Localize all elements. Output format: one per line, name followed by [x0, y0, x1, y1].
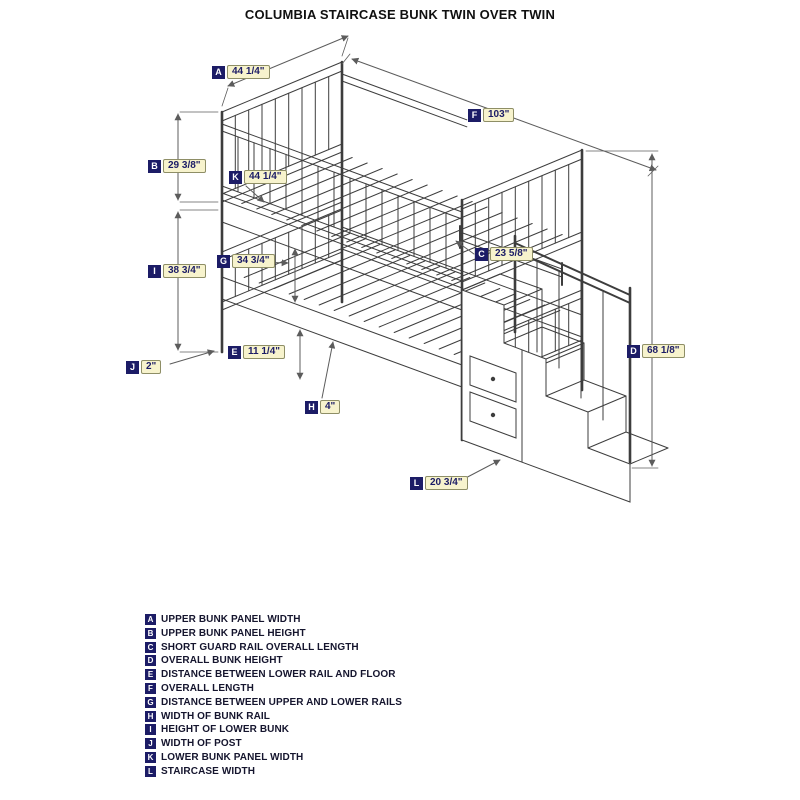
dim-value: 68 1/8" — [642, 344, 685, 358]
legend-label: WIDTH OF POST — [161, 738, 242, 750]
legend-item: C SHORT GUARD RAIL OVERALL LENGTH — [145, 641, 402, 653]
dim-value: 44 1/4" — [244, 170, 287, 184]
legend-label: DISTANCE BETWEEN LOWER RAIL AND FLOOR — [161, 669, 396, 681]
legend-label: OVERALL BUNK HEIGHT — [161, 655, 283, 667]
legend-item: D OVERALL BUNK HEIGHT — [145, 655, 402, 667]
legend-label: OVERALL LENGTH — [161, 682, 254, 694]
legend-label: UPPER BUNK PANEL HEIGHT — [161, 627, 306, 639]
legend-item: K LOWER BUNK PANEL WIDTH — [145, 751, 402, 763]
dimension-lines — [169, 35, 659, 483]
staircase — [459, 225, 669, 503]
dim-value: 11 1/4" — [243, 345, 285, 359]
dim-callout-j: J 2" — [126, 360, 162, 374]
legend-key-badge: J — [145, 738, 156, 750]
dim-callout-i: I 38 3/4" — [148, 264, 206, 278]
dim-callout-l: L 20 3/4" — [410, 476, 468, 490]
dim-value: 20 3/4" — [425, 476, 468, 490]
dim-callout-g: G 34 3/4" — [217, 254, 275, 268]
dim-callout-h: H 4" — [305, 400, 341, 414]
dim-callout-a: A 44 1/4" — [212, 65, 270, 79]
legend-key-badge: C — [145, 641, 156, 653]
legend-label: LOWER BUNK PANEL WIDTH — [161, 751, 304, 763]
legend-label: HEIGHT OF LOWER BUNK — [161, 724, 290, 736]
legend-label: WIDTH OF BUNK RAIL — [161, 710, 271, 722]
dim-callout-f: F 103" — [468, 108, 515, 122]
dim-key-badge: A — [212, 65, 225, 79]
dim-callout-k: K 44 1/4" — [229, 170, 287, 184]
legend-key-badge: E — [145, 669, 156, 681]
dimension-legend: A UPPER BUNK PANEL WIDTH B UPPER BUNK PA… — [145, 614, 402, 780]
legend-item: G DISTANCE BETWEEN UPPER AND LOWER RAILS — [145, 696, 403, 708]
dim-value: 44 1/4" — [227, 65, 270, 79]
dim-key-badge: F — [468, 108, 481, 122]
dim-key-badge: L — [410, 476, 423, 490]
dim-callout-b: B 29 3/8" — [148, 159, 206, 173]
dim-key-badge: J — [126, 360, 139, 374]
dim-value: 103" — [483, 108, 515, 122]
legend-key-badge: I — [145, 724, 156, 736]
dim-value: 2" — [141, 360, 162, 374]
legend-key-badge: B — [145, 627, 156, 639]
dim-key-badge: G — [217, 254, 230, 268]
legend-key-badge: G — [145, 696, 156, 708]
legend-key-badge: L — [145, 765, 156, 777]
legend-key-badge: H — [145, 710, 156, 722]
dim-callout-e: E 11 1/4" — [228, 345, 285, 359]
diagram-title: COLUMBIA STAIRCASE BUNK TWIN OVER TWIN — [244, 7, 556, 22]
legend-item: F OVERALL LENGTH — [145, 682, 402, 694]
legend-label: SHORT GUARD RAIL OVERALL LENGTH — [161, 641, 359, 653]
legend-key-badge: F — [145, 682, 156, 694]
dim-callout-c: C 23 5/8" — [475, 247, 533, 261]
dim-key-badge: D — [627, 344, 640, 358]
dim-key-badge: H — [305, 400, 318, 414]
dim-value: 23 5/8" — [490, 247, 533, 261]
legend-key-badge: D — [145, 655, 156, 667]
legend-label: UPPER BUNK PANEL WIDTH — [161, 614, 301, 625]
legend-label: STAIRCASE WIDTH — [161, 765, 256, 777]
legend-item: I HEIGHT OF LOWER BUNK — [145, 724, 402, 736]
legend-item: L STAIRCASE WIDTH — [145, 765, 402, 777]
dim-value: 38 3/4" — [163, 264, 206, 278]
dim-callout-d: D 68 1/8" — [627, 344, 685, 358]
legend-item: B UPPER BUNK PANEL HEIGHT — [145, 627, 402, 639]
legend-item: A UPPER BUNK PANEL WIDTH — [145, 614, 402, 625]
dim-value: 29 3/8" — [163, 159, 206, 173]
legend-key-badge: K — [145, 751, 156, 763]
legend-label: DISTANCE BETWEEN UPPER AND LOWER RAILS — [161, 696, 403, 708]
legend-item: H WIDTH OF BUNK RAIL — [145, 710, 402, 722]
dim-key-badge: C — [475, 247, 488, 261]
dim-key-badge: B — [148, 159, 161, 173]
dim-key-badge: K — [229, 170, 242, 184]
dim-value: 4" — [320, 400, 341, 414]
dim-key-badge: E — [228, 345, 241, 359]
dim-key-badge: I — [148, 264, 161, 278]
legend-key-badge: A — [145, 614, 156, 625]
legend-item: J WIDTH OF POST — [145, 738, 402, 750]
dim-value: 34 3/4" — [232, 254, 275, 268]
legend-item: E DISTANCE BETWEEN LOWER RAIL AND FLOOR — [145, 669, 402, 681]
